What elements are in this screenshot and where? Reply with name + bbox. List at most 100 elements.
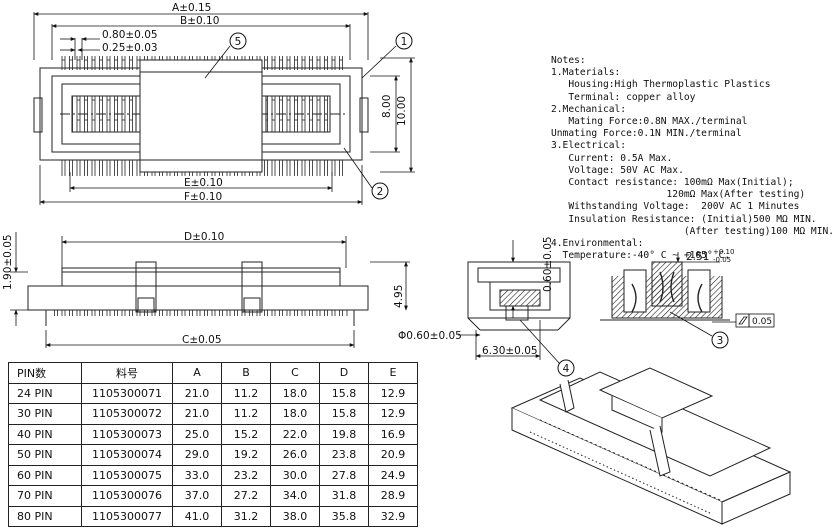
notes-line: Mating Force:0.8N MAX./terminal [551, 116, 748, 128]
cell-d: 31.8 [319, 485, 369, 507]
col-header-e: E [368, 362, 418, 384]
notes-line: 4.Environmental: [551, 238, 644, 250]
end-dimensions [458, 240, 541, 360]
dim-6-30: 6.30±0.05 [482, 345, 538, 357]
notes-line: Temperature:-40° C ~ +105° C. [551, 250, 731, 262]
section-view [600, 261, 730, 321]
cell-c: 34.0 [270, 485, 320, 507]
cell-b: 15.2 [221, 423, 271, 445]
dim-lead-width: 0.25±0.03 [102, 42, 158, 54]
top-dimensions [33, 12, 415, 205]
cell-part: 1105300074 [81, 444, 173, 466]
dimension-labels: A±0.15 B±0.10 0.80±0.05 0.25±0.03 E±0.10… [2, 2, 772, 357]
notes-block: Notes: 1.Materials: Housing:High Thermop… [551, 55, 834, 262]
callout-2: 2 [377, 186, 384, 198]
cell-part: 1105300076 [81, 485, 173, 507]
dim-c: C±0.05 [182, 334, 222, 346]
callout-1: 1 [401, 36, 408, 48]
cell-e: 20.9 [368, 444, 418, 466]
cell-d: 23.8 [319, 444, 369, 466]
cell-d: 27.8 [319, 464, 369, 486]
callout-bubbles [229, 32, 729, 377]
table-row: 24 PIN 1105300071 21.0 11.2 18.0 15.8 12… [8, 382, 418, 404]
cell-a: 41.0 [172, 505, 222, 527]
notes-line: Housing:High Thermoplastic Plastics [551, 79, 771, 91]
cell-pin: 30 PIN [8, 403, 82, 425]
notes-line: Withstanding Voltage: 200V AC 1 Minutes [551, 201, 800, 213]
cell-part: 1105300072 [81, 403, 173, 425]
cell-b: 23.2 [221, 464, 271, 486]
notes-line: Voltage: 50V AC Max. [551, 164, 684, 176]
cell-d: 15.8 [319, 382, 369, 404]
cell-e: 24.9 [368, 464, 418, 486]
dim-0-60: 0.60±0.05 [542, 236, 554, 292]
cell-pin: 70 PIN [8, 485, 82, 507]
notes-line: Unmating Force:0.1N MIN./terminal [551, 128, 742, 140]
cell-pin: 24 PIN [8, 382, 82, 404]
cell-e: 12.9 [368, 382, 418, 404]
top-view [33, 56, 369, 176]
table-row: 40 PIN 1105300073 25.0 15.2 22.0 19.8 16… [8, 423, 418, 445]
end-view [467, 261, 571, 331]
dim-2-51-tol-up: +0.10 [713, 248, 734, 256]
cell-b: 31.2 [221, 505, 271, 527]
cell-b: 27.2 [221, 485, 271, 507]
col-header-pin: PIN数 [8, 362, 82, 384]
cell-e: 32.9 [368, 505, 418, 527]
cell-c: 18.0 [270, 382, 320, 404]
cell-pin: 50 PIN [8, 444, 82, 466]
notes-line: Terminal: copper alloy [551, 91, 696, 103]
table-row: 50 PIN 1105300074 29.0 19.2 26.0 23.8 20… [8, 444, 418, 466]
callout-4: 4 [563, 363, 570, 375]
table-row: 80 PIN 1105300077 41.0 31.2 38.0 35.8 32… [8, 505, 418, 527]
col-header-d: D [319, 362, 369, 384]
section-dimensions [676, 252, 775, 328]
dim-f: F±0.10 [184, 191, 222, 203]
cell-d: 35.8 [319, 505, 369, 527]
cell-d: 19.8 [319, 423, 369, 445]
dim-a: A±0.15 [172, 2, 211, 14]
cell-b: 11.2 [221, 403, 271, 425]
cell-a: 21.0 [172, 382, 222, 404]
flatness-value: 0.05 [752, 317, 772, 327]
notes-line: 2.Mechanical: [551, 103, 627, 115]
dim-1-90: 1.90±0.05 [2, 234, 14, 290]
notes-line: 120mΩ Max(After testing) [551, 189, 806, 201]
cell-c: 38.0 [270, 505, 320, 527]
cell-part: 1105300071 [81, 382, 173, 404]
dim-2-51: 2.51 [686, 251, 709, 263]
pin-spec-table: PIN数 料号 A B C D E 24 PIN 1105300071 21.0… [8, 362, 418, 527]
isometric-view [510, 367, 792, 525]
cell-a: 25.0 [172, 423, 222, 445]
cell-pin: 60 PIN [8, 464, 82, 486]
cell-e: 16.9 [368, 423, 418, 445]
notes-line: 1.Materials: [551, 67, 621, 79]
side-dimensions [10, 232, 410, 348]
cell-d: 15.8 [319, 403, 369, 425]
cell-a: 21.0 [172, 403, 222, 425]
col-header-b: B [221, 362, 271, 384]
callout-5: 5 [235, 36, 242, 48]
cell-c: 22.0 [270, 423, 320, 445]
table-row: 30 PIN 1105300072 21.0 11.2 18.0 15.8 12… [8, 403, 418, 425]
cell-part: 1105300077 [81, 505, 173, 527]
cell-c: 30.0 [270, 464, 320, 486]
dim-e: E±0.10 [184, 177, 223, 189]
dim-8: 8.00 [381, 95, 393, 118]
notes-title: Notes: [551, 55, 586, 66]
cell-c: 26.0 [270, 444, 320, 466]
cell-a: 33.0 [172, 464, 222, 486]
dim-2-51-tol-dn: -0.05 [713, 256, 731, 264]
table-row: 60 PIN 1105300075 33.0 23.2 30.0 27.8 24… [8, 464, 418, 486]
side-view [27, 261, 369, 326]
col-header-part: 料号 [81, 362, 173, 384]
cell-pin: 80 PIN [8, 505, 82, 527]
connector-drawing: 5 1 2 3 4 A±0.15 B±0.10 0.80±0.05 0.25±0… [2, 2, 792, 525]
cell-c: 18.0 [270, 403, 320, 425]
col-header-c: C [270, 362, 320, 384]
notes-line: 3.Electrical: [551, 140, 627, 152]
callout-labels: 5 1 2 3 4 [235, 36, 724, 375]
callout-3: 3 [717, 335, 724, 347]
cell-pin: 40 PIN [8, 423, 82, 445]
dim-10: 10.00 [396, 96, 408, 126]
